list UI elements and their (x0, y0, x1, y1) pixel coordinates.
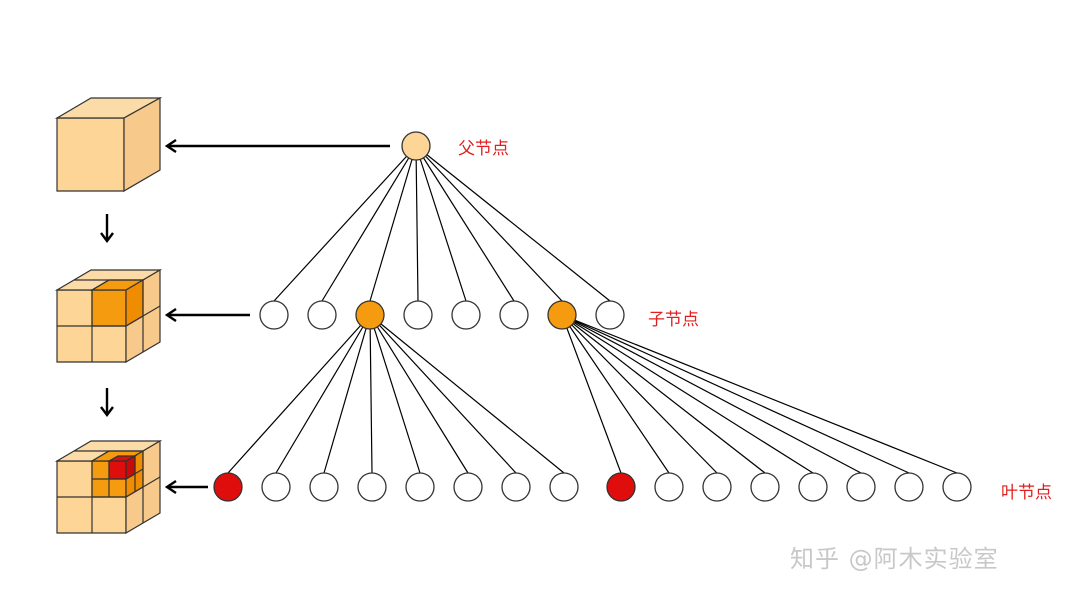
cube-leaf-cell (108, 460, 127, 480)
edge-parent-child (415, 145, 611, 302)
child-node-label: 子节点 (648, 310, 699, 330)
edge-child-leaf (369, 314, 565, 474)
cube-icon-parent (54, 96, 163, 193)
cube-sub-octant (91, 289, 127, 327)
edge-child-leaf (369, 314, 373, 474)
child-node (499, 300, 529, 330)
child-node (595, 300, 625, 330)
leaf-node (702, 472, 732, 502)
leaf-node-highlighted (213, 472, 243, 502)
leaf-node (453, 472, 483, 502)
child-node-expanded (355, 300, 385, 330)
edge-child-leaf (561, 314, 910, 474)
parent-node-label: 父节点 (458, 139, 509, 159)
edge-parent-child (415, 145, 563, 302)
leaf-node (501, 472, 531, 502)
leaf-node-label: 叶节点 (1001, 483, 1052, 503)
edge-child-leaf (561, 314, 814, 474)
tree-edges (227, 145, 958, 474)
edge-child-leaf (369, 314, 517, 474)
parent-node (401, 131, 431, 161)
leaf-node (894, 472, 924, 502)
edge-child-leaf (561, 314, 622, 474)
edge-child-leaf (227, 314, 371, 474)
leaf-node (654, 472, 684, 502)
edge-parent-child (369, 145, 417, 302)
edge-child-leaf (561, 314, 766, 474)
cube-icon-leaf (54, 439, 163, 535)
edge-child-leaf (369, 314, 469, 474)
child-node (307, 300, 337, 330)
leaf-node (309, 472, 339, 502)
edge-child-leaf (561, 314, 862, 474)
cube-icon-child (54, 268, 163, 364)
child-node (403, 300, 433, 330)
edge-parent-child (321, 145, 417, 302)
tree-nodes (213, 131, 972, 502)
edge-child-leaf (561, 314, 670, 474)
arrow-left-icon (164, 139, 390, 153)
edge-child-leaf (561, 314, 718, 474)
leaf-node (798, 472, 828, 502)
leaf-node (261, 472, 291, 502)
arrow-down-icon (100, 388, 114, 417)
leaf-node-highlighted (606, 472, 636, 502)
leaf-node (846, 472, 876, 502)
arrow-left-icon (164, 308, 250, 322)
watermark: 知乎 @阿木实验室 (790, 545, 999, 573)
edge-parent-child (415, 145, 419, 302)
leaf-node (750, 472, 780, 502)
edge-child-leaf (323, 314, 371, 474)
edge-child-leaf (369, 314, 421, 474)
child-node (451, 300, 481, 330)
leaf-node (357, 472, 387, 502)
edge-parent-child (273, 145, 417, 302)
child-node (259, 300, 289, 330)
arrow-left-icon (164, 480, 208, 494)
edge-parent-child (415, 145, 515, 302)
leaf-node (549, 472, 579, 502)
edge-child-leaf (561, 314, 958, 474)
arrow-down-icon (100, 214, 114, 243)
edge-child-leaf (275, 314, 371, 474)
edge-parent-child (415, 145, 467, 302)
child-node-expanded (547, 300, 577, 330)
leaf-node (942, 472, 972, 502)
leaf-node (405, 472, 435, 502)
